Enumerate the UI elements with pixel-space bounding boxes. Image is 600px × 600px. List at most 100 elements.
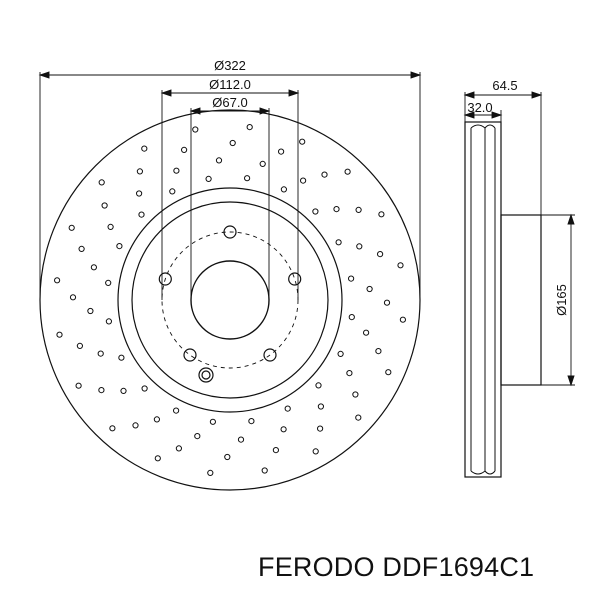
- bolt-circle-dimension: [160, 89, 300, 300]
- cross-drill-hole: [284, 405, 291, 412]
- cross-drill-hole: [194, 433, 201, 440]
- cross-drill-hole: [56, 331, 63, 338]
- cross-drill-hole: [378, 211, 385, 218]
- brand-name: FERODO: [258, 552, 375, 582]
- cross-drill-hole: [335, 239, 342, 246]
- arrow-left: [160, 89, 172, 97]
- cross-drill-hole: [141, 385, 148, 392]
- cross-drill-hole: [348, 314, 355, 321]
- hat-diameter-dimension: [541, 213, 575, 387]
- cross-drill-hole: [317, 425, 324, 432]
- bolt-hole: [158, 272, 172, 286]
- disc-front-view: [39, 109, 421, 491]
- cross-drill-hole: [75, 382, 82, 389]
- overall-height-label: 64.5: [492, 78, 517, 93]
- cross-drill-hole: [175, 445, 182, 452]
- part-number: DDF1694C1: [382, 552, 535, 582]
- outer-diameter-label: Ø322: [214, 58, 246, 73]
- cross-drill-hole: [169, 188, 176, 195]
- arrow-left: [463, 91, 475, 99]
- cross-drill-hole: [138, 211, 145, 218]
- arrow-right: [259, 107, 271, 115]
- cross-drill-hole: [68, 224, 75, 231]
- cross-drill-hole: [312, 208, 319, 215]
- vent-channel-lines: [470, 128, 496, 471]
- cross-drill-hole: [248, 418, 255, 425]
- center-bore: [190, 260, 270, 340]
- cross-drill-hole: [173, 167, 180, 174]
- cross-drill-hole: [344, 168, 351, 175]
- hat-diameter-label: Ø165: [554, 284, 569, 316]
- cross-drill-hole: [352, 391, 359, 398]
- cross-drill-hole: [346, 370, 353, 377]
- cross-drill-hole: [280, 426, 287, 433]
- cross-drill-hole: [244, 175, 251, 182]
- bolt-holes: [158, 225, 302, 362]
- cross-drill-hole: [90, 264, 98, 271]
- cross-drill-hole: [153, 416, 160, 423]
- disc-side-view: [464, 121, 542, 478]
- bolt-hole: [223, 225, 237, 239]
- cross-drill-hole: [105, 318, 113, 325]
- cross-drill-hole: [141, 145, 148, 152]
- outer-rim: [39, 109, 421, 491]
- arrow-right: [491, 111, 503, 119]
- cross-drill-hole: [321, 171, 328, 178]
- cross-drill-hole: [261, 467, 268, 474]
- cross-drill-hole: [299, 138, 306, 145]
- overall-height-dimension: [463, 91, 543, 215]
- cross-drill-hole: [237, 436, 245, 443]
- cross-drill-hole: [105, 279, 112, 286]
- cross-drill-hole: [348, 275, 355, 282]
- hat-inner-circle: [131, 201, 329, 399]
- cross-drill-hole: [259, 160, 266, 167]
- bolt-circle: [161, 231, 299, 369]
- cross-drill-hole: [317, 403, 324, 410]
- cross-drill-hole: [375, 348, 382, 355]
- cross-drill-hole: [383, 299, 391, 306]
- cross-drill-hole: [101, 202, 108, 209]
- cross-drill-hole: [315, 382, 322, 389]
- cross-drill-hole: [192, 126, 199, 133]
- cross-drill-hole: [118, 354, 125, 361]
- bolt-hole: [288, 272, 302, 286]
- arrow-left: [463, 111, 475, 119]
- cross-drill-hole: [154, 455, 161, 462]
- cross-drill-hole: [229, 139, 236, 147]
- cross-drill-hole: [300, 177, 307, 184]
- arrow-right: [531, 91, 543, 99]
- cross-drill-hole: [207, 469, 214, 476]
- cross-drill-hole: [333, 206, 340, 213]
- cross-drill-hole: [224, 453, 231, 461]
- cross-drill-hole: [87, 307, 94, 315]
- cross-drill-hole: [120, 387, 127, 394]
- cross-drill-hole: [173, 407, 180, 414]
- center-bore-label: Ø67.0: [212, 95, 247, 110]
- cross-drill-hole: [272, 447, 279, 454]
- cross-drill-hole: [278, 148, 285, 155]
- cross-drill-hole: [385, 369, 392, 376]
- disc-thickness-dimension: [463, 110, 503, 122]
- cross-drill-hole: [377, 251, 384, 258]
- cross-drill-hole: [78, 245, 85, 252]
- disc-friction-ring: [464, 121, 502, 478]
- cross-drill-hole: [76, 342, 84, 349]
- cross-drill-hole: [397, 262, 404, 269]
- arrow-bottom: [567, 375, 575, 387]
- cross-drill-hole: [69, 294, 77, 301]
- cross-drill-hole: [215, 157, 223, 164]
- cross-drill-hole: [355, 414, 362, 421]
- cross-drill-hole: [363, 329, 370, 336]
- bolt-hole: [183, 348, 197, 362]
- cross-drill-hole: [107, 223, 114, 230]
- cross-drill-hole: [205, 175, 212, 182]
- bolt-circle-label: Ø112.0: [209, 77, 251, 92]
- cross-drill-hole: [97, 350, 104, 357]
- product-caption: FERODO DDF1694C1: [258, 552, 534, 583]
- cross-drill-hole: [136, 190, 143, 197]
- arrow-left: [189, 107, 201, 115]
- arrow-right: [410, 71, 422, 79]
- cross-drill-hole: [312, 448, 319, 455]
- hat-outer-circle: [117, 187, 343, 413]
